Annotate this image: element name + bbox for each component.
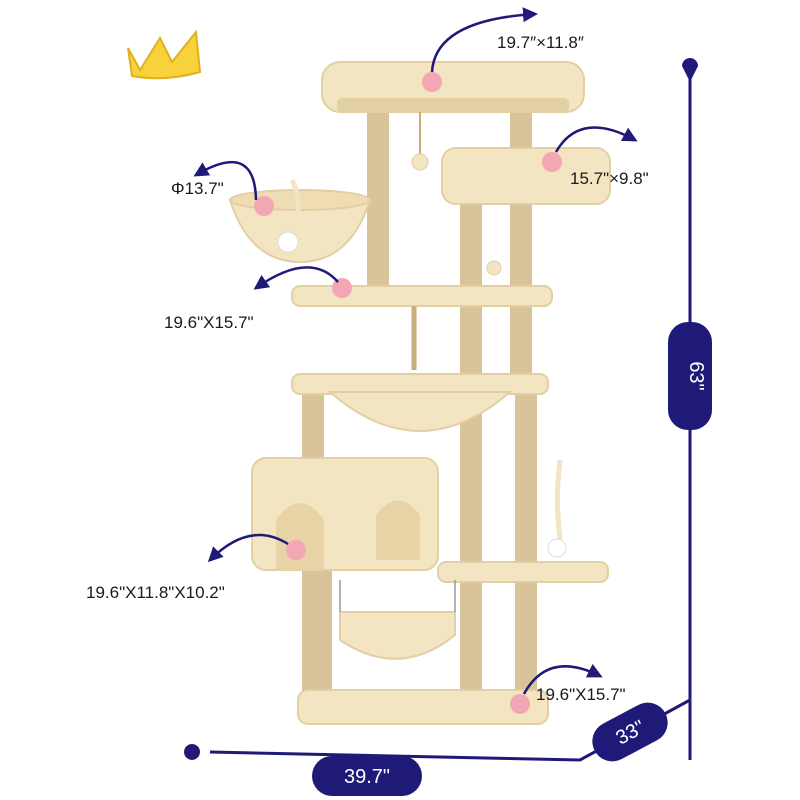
side-perch-dimension: 15.7"×9.8" xyxy=(570,169,649,188)
platform-dimension: 19.6"X15.7" xyxy=(164,313,254,332)
condo-dimension: 19.6"X11.8"X10.2" xyxy=(86,583,225,602)
base-measure: 39.7" 33" xyxy=(184,698,691,796)
dimension-arrows xyxy=(193,7,638,695)
height-measure: 63" xyxy=(668,58,712,760)
height-label: 63" xyxy=(685,361,707,390)
base-dimension: 19.6"X15.7" xyxy=(536,685,626,704)
crown-icon xyxy=(127,29,202,80)
top-perch-dimension: 19.7″×11.8″ xyxy=(497,33,584,52)
cat-tree xyxy=(228,61,611,725)
basket-dimension: Φ13.7" xyxy=(171,179,224,198)
paw-icon xyxy=(254,72,562,714)
width-label: 39.7" xyxy=(344,766,390,788)
